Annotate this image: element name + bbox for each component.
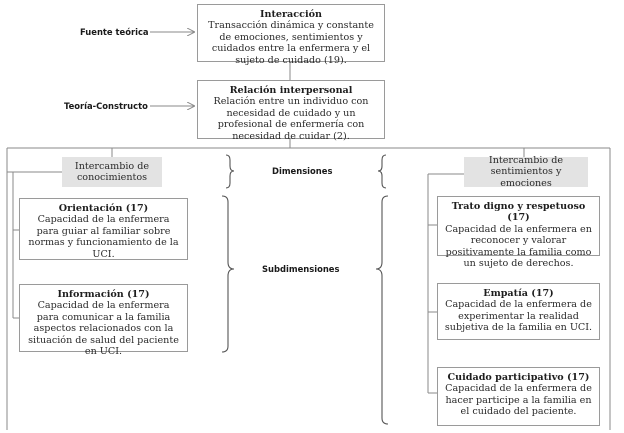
dimension-left-header: Intercambio de conocimientos (62, 157, 162, 187)
interaccion-desc: Transacción dinámica y constante de emoc… (208, 20, 374, 66)
orientacion-desc: Capacidad de la enfermera para guiar al … (28, 214, 179, 260)
brace-sub-left (221, 195, 235, 353)
empatia-title: Empatía (17) (483, 288, 554, 299)
brace-dim-left (225, 154, 235, 189)
orientacion-title: Orientación (17) (58, 203, 149, 214)
label-subdimensiones: Subdimensiones (262, 264, 340, 274)
relacion-desc: Relación entre un individuo con necesida… (213, 96, 369, 142)
empatia-desc: Capacidad de la enfermera de experimenta… (444, 299, 593, 334)
informacion-title: Información (17) (57, 289, 150, 300)
dimension-right-header: Intercambio de sentimientos y emociones (464, 155, 588, 189)
box-relacion-interpersonal: Relación interpersonal Relación entre un… (197, 80, 385, 142)
box-trato-digno: Trato digno y respetuoso (17) Capacidad … (437, 196, 600, 269)
interaccion-title: Interacción (260, 9, 322, 20)
box-interaccion: Interacción Transacción dinámica y const… (197, 4, 385, 66)
brace-sub-right (375, 195, 389, 425)
relacion-title: Relación interpersonal (229, 85, 353, 96)
label-dimensiones: Dimensiones (272, 166, 333, 176)
box-empatia: Empatía (17) Capacidad de la enfermera d… (437, 283, 600, 340)
informacion-desc: Capacidad de la enfermera para comunicar… (28, 300, 179, 358)
box-cuidado-participativo: Cuidado participativo (17) Capacidad de … (437, 367, 600, 426)
box-orientacion: Orientación (17) Capacidad de la enferme… (19, 198, 188, 260)
cuidado-participativo-title: Cuidado participativo (17) (447, 372, 590, 383)
label-teoria-constructo: Teoría-Constructo (64, 101, 148, 111)
box-informacion: Información (17) Capacidad de la enferme… (19, 284, 188, 357)
trato-digno-title: Trato digno y respetuoso (17) (451, 201, 586, 224)
label-fuente-teorica: Fuente teórica (80, 27, 149, 37)
trato-digno-desc: Capacidad de la enfermera en reconocer y… (445, 223, 592, 270)
brace-dim-right (377, 154, 387, 189)
cuidado-participativo-desc: Capacidad de la enfermera de hacer parti… (445, 383, 592, 418)
